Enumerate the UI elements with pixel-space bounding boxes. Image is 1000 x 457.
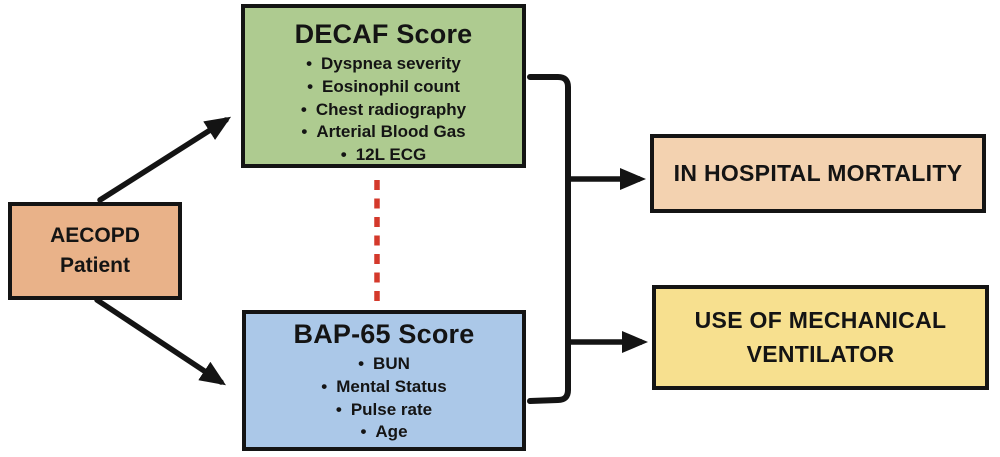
ventilator-label-line1: USE OF MECHANICAL <box>694 307 947 334</box>
bap65-item: BUN <box>321 353 446 376</box>
in-hospital-mortality-box: IN HOSPITAL MORTALITY <box>650 134 986 213</box>
scores-bracket <box>527 74 571 404</box>
bap65-score-title: BAP-65 Score <box>293 319 475 349</box>
aecopd-patient-box: AECOPD Patient <box>8 202 182 300</box>
decaf-score-title: DECAF Score <box>294 19 473 49</box>
decaf-item: Dyspnea severity <box>301 53 466 76</box>
decaf-item: Arterial Blood Gas <box>301 121 466 144</box>
decaf-score-items: Dyspnea severity Eosinophil count Chest … <box>301 53 466 167</box>
bap65-score-items: BUN Mental Status Pulse rate Age <box>321 353 447 444</box>
bap65-item: Pulse rate <box>321 399 446 422</box>
mechanical-ventilator-box: USE OF MECHANICAL VENTILATOR <box>652 285 989 390</box>
decaf-item: 12L ECG <box>301 144 466 167</box>
decaf-item: Chest radiography <box>301 99 466 122</box>
decaf-score-box: DECAF Score Dyspnea severity Eosinophil … <box>241 4 526 168</box>
patient-label-line1: AECOPD <box>50 223 140 247</box>
mortality-label: IN HOSPITAL MORTALITY <box>673 160 963 186</box>
patient-to-decaf-arrow <box>97 116 232 203</box>
bap65-item: Mental Status <box>321 376 447 399</box>
patient-to-bap65-arrow <box>94 297 227 386</box>
decaf-item: Eosinophil count <box>301 76 466 99</box>
ventilator-label-line2: VENTILATOR <box>746 340 895 367</box>
patient-label-line2: Patient <box>59 254 130 277</box>
bap65-item: Age <box>321 421 446 444</box>
bap65-score-box: BAP-65 Score BUN Mental Status Pulse rat… <box>242 310 526 451</box>
